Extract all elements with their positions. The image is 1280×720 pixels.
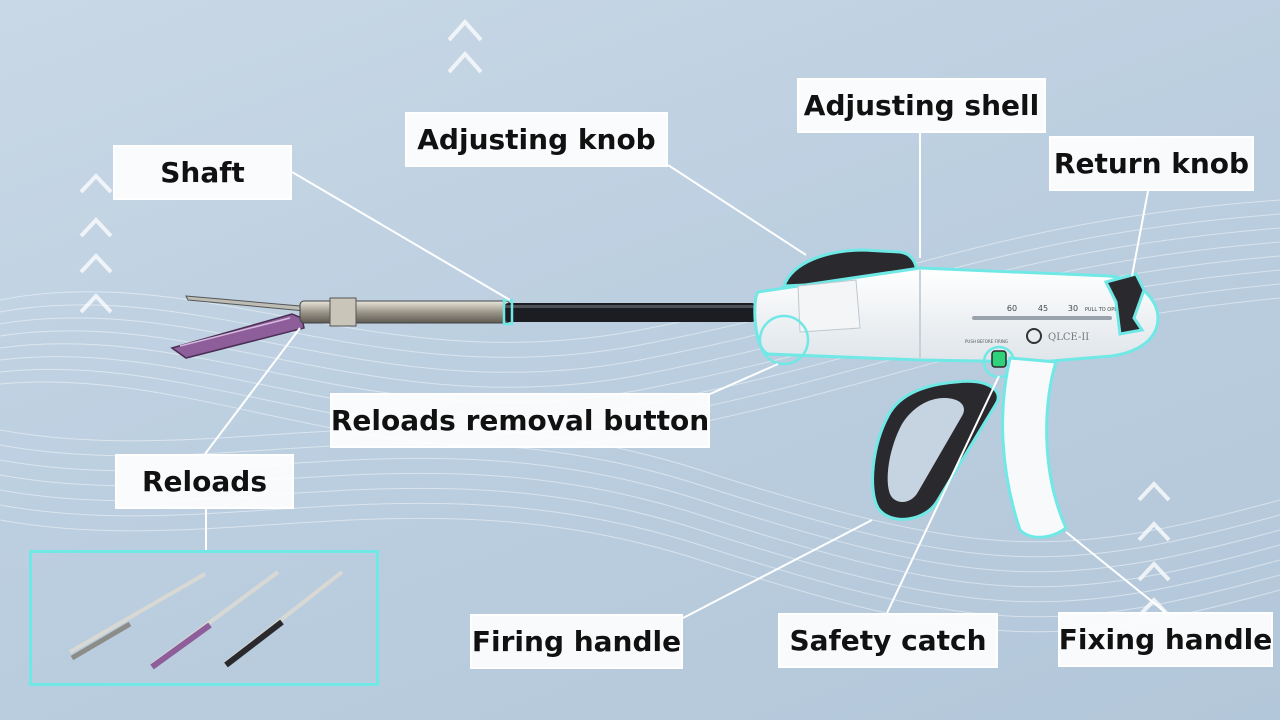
leader-lines — [204, 133, 1166, 619]
safety-catch-part — [991, 350, 1007, 368]
reloads-inset-frame — [29, 550, 379, 686]
fixing-handle-part — [1001, 356, 1068, 539]
label-firing-handle: Firing handle — [470, 614, 683, 669]
scale-mark-60: 60 — [1007, 304, 1017, 313]
scale-caption: PULL TO OPEN — [1085, 307, 1122, 313]
model-text: QLCE-II — [1048, 332, 1089, 343]
label-fixing-handle: Fixing handle — [1058, 612, 1273, 667]
shaft-collar — [329, 297, 357, 327]
firing-handle-grip-hole — [887, 398, 964, 502]
scale-mark-30: 30 — [1068, 304, 1078, 313]
body-slot — [972, 316, 1112, 320]
jaw-assembly — [170, 295, 307, 359]
label-reloads: Reloads — [115, 454, 294, 509]
label-shaft: Shaft — [113, 145, 292, 200]
background-chevron-marks — [79, 18, 1171, 618]
label-reloads-removal-button: Reloads removal button — [330, 393, 710, 448]
shaft-dark-highlight — [505, 305, 755, 308]
safety-instruction-text: PUSH BEFORE FIRING — [965, 339, 1008, 344]
return-knob-part — [1103, 272, 1146, 336]
adjusting-knob-cap — [797, 279, 861, 333]
label-adjusting-knob: Adjusting knob — [405, 112, 668, 167]
label-safety-catch: Safety catch — [778, 613, 998, 668]
label-return-knob: Return knob — [1049, 136, 1254, 191]
scale-mark-45: 45 — [1038, 304, 1048, 313]
reloads-removal-button-highlight — [758, 314, 810, 366]
reloads-inset-images — [68, 570, 344, 670]
label-adjusting-shell: Adjusting shell — [797, 78, 1046, 133]
shaft-ring-highlight — [502, 298, 514, 326]
brand-logo-icon — [1026, 328, 1042, 344]
